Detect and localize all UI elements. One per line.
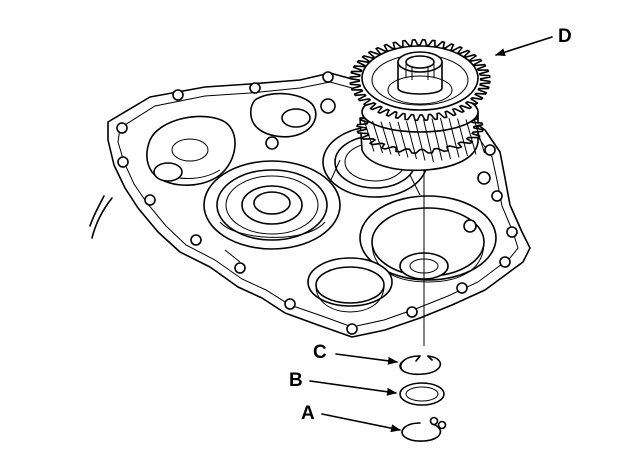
callout-label-c: C (313, 342, 327, 363)
callout-label-a: A (301, 403, 315, 424)
shim-b (399, 382, 445, 406)
lower-bore (307, 257, 393, 313)
callout-label-b: B (289, 370, 303, 391)
gear-d (349, 38, 491, 172)
gear-bore (359, 195, 497, 283)
main-bearing (203, 160, 341, 250)
callout-leaders (309, 36, 553, 433)
callout-label-d: D (558, 26, 572, 47)
flange-bolt-holes (116, 71, 518, 335)
snap-ring-a (401, 416, 447, 442)
snap-ring-c (399, 355, 442, 376)
